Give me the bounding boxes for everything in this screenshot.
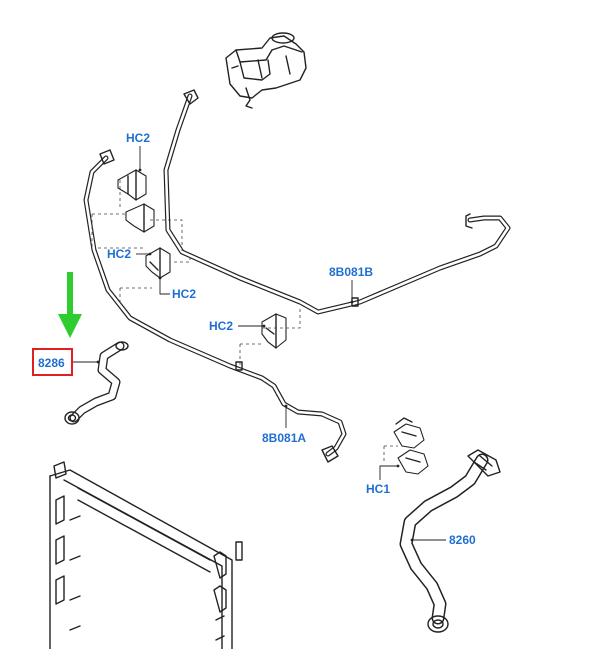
leader-lines (72, 146, 446, 542)
hose-8260-shape (399, 449, 501, 633)
callout-hc2-lower: HC2 (172, 287, 196, 301)
hose-clamps-hc2 (117, 169, 287, 349)
hose-8286-shape (64, 341, 129, 425)
callout-hc2-top: HC2 (126, 131, 150, 145)
callout-8260: 8260 (449, 533, 476, 547)
callout-hc1: HC1 (366, 482, 390, 496)
callout-hc2-right: HC2 (209, 319, 233, 333)
hose-clip-hc1 (383, 417, 429, 475)
expansion-tank (225, 32, 307, 109)
callout-hc2-left: HC2 (107, 247, 131, 261)
hose-8b081b-shape (163, 89, 511, 315)
hose-8b081a-shape (83, 149, 347, 463)
highlight-box (32, 348, 73, 376)
radiator (49, 461, 243, 649)
callout-8b081b: 8B081B (329, 265, 373, 279)
assembly-guide-lines (91, 180, 301, 366)
down-arrow-icon (58, 272, 82, 338)
callout-8286: 8286 (38, 356, 65, 370)
callout-8b081a: 8B081A (262, 431, 306, 445)
